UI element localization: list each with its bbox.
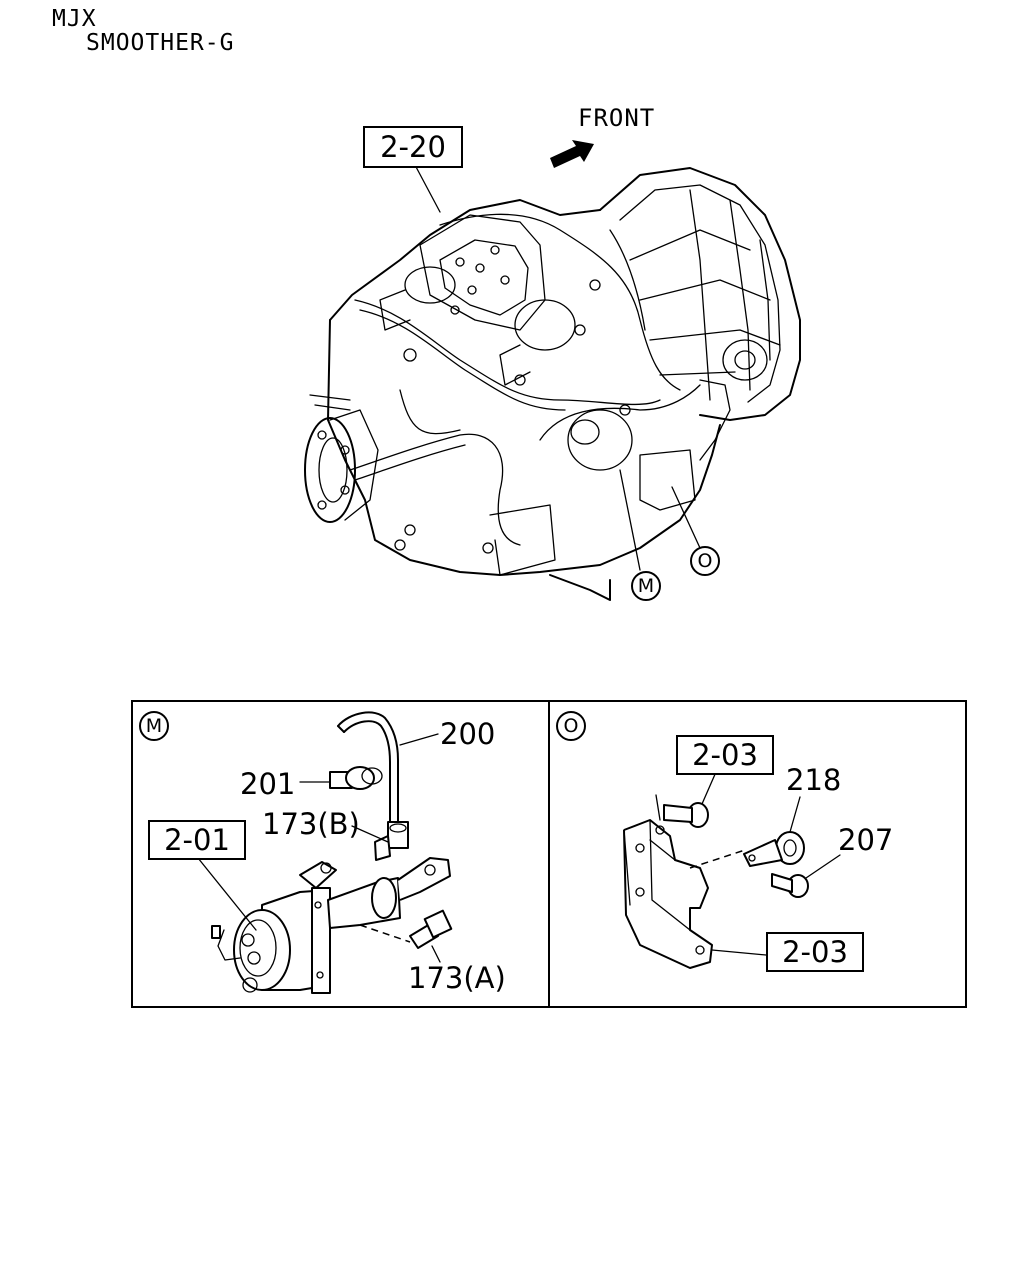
part-173a[interactable]: 173(A) — [408, 961, 506, 995]
detail-divider — [548, 700, 550, 1008]
part-218[interactable]: 218 — [786, 763, 842, 797]
part-207[interactable]: 207 — [838, 823, 894, 857]
part-200[interactable]: 200 — [440, 717, 496, 751]
callout-m[interactable]: M — [631, 571, 661, 601]
callout-o[interactable]: O — [690, 546, 720, 576]
transmission-illustration — [304, 140, 801, 601]
bell-housing — [599, 167, 801, 421]
front-label: FRONT — [578, 104, 656, 132]
variant-name: SMOOTHER-G — [86, 30, 235, 56]
ref-bolt-2-03[interactable]: 2-03 — [676, 735, 774, 775]
front-arrow-icon — [550, 140, 594, 168]
ref-2-01[interactable]: 2-01 — [148, 820, 246, 860]
model-code: MJX — [52, 6, 97, 32]
ref-bracket-2-03[interactable]: 2-03 — [766, 932, 864, 972]
transmission-case — [304, 199, 731, 601]
part-201[interactable]: 201 — [240, 767, 296, 801]
main-ref-2-20[interactable]: 2-20 — [363, 126, 463, 168]
leader-o — [671, 486, 701, 549]
detail-o-marker: O — [556, 711, 586, 741]
detail-m-marker: M — [139, 711, 169, 741]
leader-2-20 — [414, 164, 441, 213]
part-173b[interactable]: 173(B) — [262, 807, 360, 841]
leader-m — [619, 469, 641, 571]
